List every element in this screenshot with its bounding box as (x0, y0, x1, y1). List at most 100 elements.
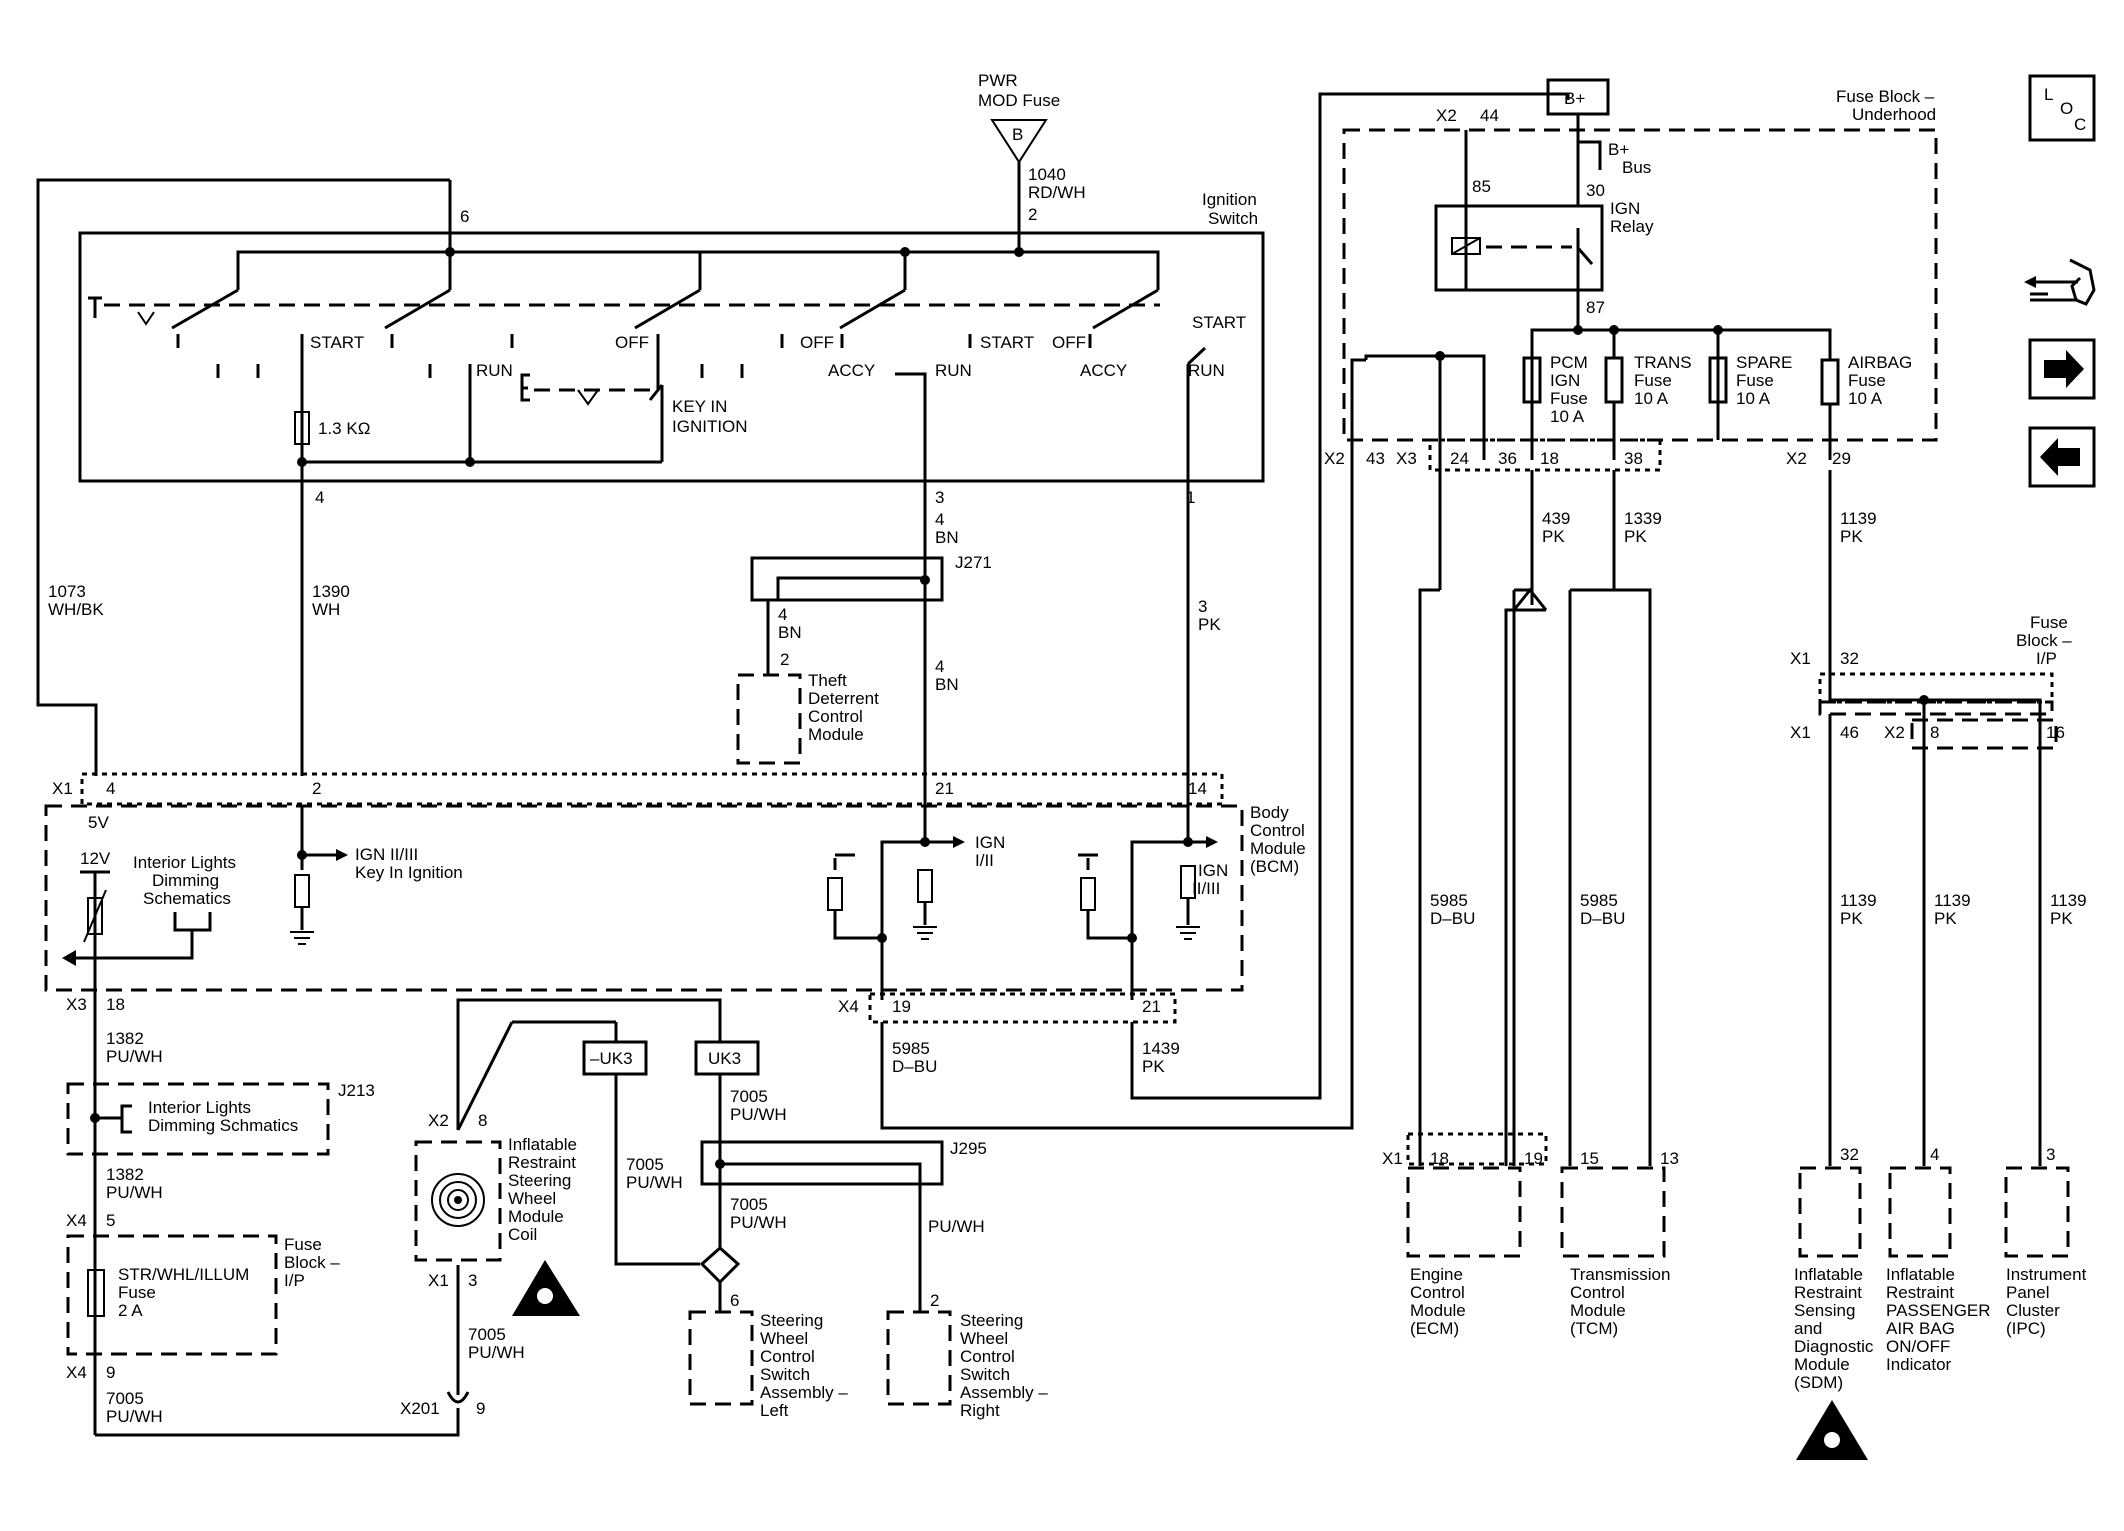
sdm-label-6: Module (1794, 1355, 1850, 1374)
fuse-left-pin-5: 5 (106, 1211, 115, 1230)
bus-label-2: Bus (1622, 158, 1651, 177)
theft-label-4: Module (808, 725, 864, 744)
passenger-airbag-indicator: 4 Inflatable Restraint PASSENGER AIR BAG… (1886, 1145, 1991, 1374)
bcm-ign-2-a: IGN (1198, 861, 1228, 880)
bcm-label-2: Control (1250, 821, 1305, 840)
bcm-box (44, 804, 1244, 992)
wire-7005-d: 7005 (626, 1155, 664, 1174)
fuse-1-d: 10 A (1550, 407, 1585, 426)
back-arrow-button[interactable] (2028, 426, 2096, 488)
bcm-dim-label-2: Dimming (152, 871, 219, 890)
j213-text-2: Dimming Schmatics (148, 1116, 298, 1135)
splice-j295: J295 (700, 1139, 987, 1186)
pos-start-3: START (1192, 313, 1246, 332)
fuse-trans (1604, 356, 1624, 404)
wire-1073: 1073 (48, 582, 86, 601)
fuse-str-whl-illum (87, 1269, 105, 1317)
wire-439: 439 (1542, 509, 1570, 528)
wire-5985-c: 5985 (1580, 891, 1618, 910)
ecm-label-2: Control (1410, 1283, 1465, 1302)
arrow-left-icon (2040, 438, 2080, 476)
wire-1439-color: PK (1142, 1057, 1165, 1076)
sws-left: 6 Steering Wheel Control Switch Assembly… (688, 1291, 848, 1420)
sws-left-label-4: Switch (760, 1365, 810, 1384)
fuse-left-pin-9: 9 (106, 1363, 115, 1382)
sdm-label-7: (SDM) (1794, 1373, 1843, 1392)
pos-start-2: START (980, 333, 1034, 352)
pass-label-6: Indicator (1886, 1355, 1952, 1374)
fuse-block-underhood: B+ X2 44 Fuse Block – Underhood B+ Bus 8… (1324, 78, 1938, 590)
relay-label-2: Relay (1610, 217, 1654, 236)
connector-view-icon[interactable] (2024, 258, 2096, 306)
pin-1: 1 (1186, 488, 1195, 507)
uh-pin-29: 29 (1832, 449, 1851, 468)
mod-fuse-label: MOD Fuse (978, 91, 1060, 110)
ipc-label-2: Panel (2006, 1283, 2049, 1302)
fuse-ip-pin-8: 8 (1930, 723, 1939, 742)
wire-1382-b: 1382 (106, 1165, 144, 1184)
uh-pin-36: 36 (1498, 449, 1517, 468)
fuse-ip-right-label-2: Block – (2016, 631, 2072, 650)
sdm-label-2: Restraint (1794, 1283, 1862, 1302)
sws-left-label-5: Assembly – (760, 1383, 848, 1402)
fuse-left-fuse: Fuse (118, 1283, 156, 1302)
coil-label-6: Coil (508, 1225, 537, 1244)
sws-left-label-2: Wheel (760, 1329, 808, 1348)
wire-1382-a-color: PU/WH (106, 1047, 163, 1066)
wire-1390-color: WH (312, 600, 340, 619)
loc-button[interactable]: L O C (2028, 74, 2096, 142)
wire-1339: 1339 (1624, 509, 1662, 528)
wire-7005-b-color: PU/WH (468, 1343, 525, 1362)
bcm-kii-2: Key In Ignition (355, 863, 463, 882)
fuse-left-block-3: I/P (284, 1271, 305, 1290)
uk3-pos-box (694, 1040, 760, 1076)
wire-3-color: PK (1198, 615, 1221, 634)
pwr-label: PWR (978, 71, 1018, 90)
wire-1382-b-color: PU/WH (106, 1183, 163, 1202)
fuse-2-b: Fuse (1634, 371, 1672, 390)
coil-pin-3: 3 (468, 1271, 477, 1290)
fuse-4-c: 10 A (1848, 389, 1883, 408)
ignition-switch-box (78, 231, 1265, 483)
fuse-ip-pin-16: 16 (2046, 723, 2065, 742)
pass-label-3: PASSENGER (1886, 1301, 1991, 1320)
pin-6: 6 (460, 207, 469, 226)
ign-switch-label-2: Switch (1208, 209, 1258, 228)
pass-label-2: Restraint (1886, 1283, 1954, 1302)
sws-left-label-6: Left (760, 1401, 789, 1420)
forward-arrow-button[interactable] (2028, 338, 2096, 400)
bcm-label-1: Body (1250, 803, 1289, 822)
wire-7005-ec-color: PU/WH (730, 1213, 787, 1232)
fuse-4-b: Fuse (1848, 371, 1886, 390)
sws-right-label-2: Wheel (960, 1329, 1008, 1348)
splice-j271: J271 (750, 553, 992, 602)
pos-off-3: OFF (1052, 333, 1086, 352)
fuse-1-c: Fuse (1550, 389, 1588, 408)
pwr-mod-fuse: PWR MOD Fuse B 1040 RD/WH 2 (978, 71, 1086, 252)
j295-label: J295 (950, 1139, 987, 1158)
loc-c: C (2074, 115, 2086, 134)
wire-1390: 1390 (312, 582, 350, 601)
pin-2: 2 (1028, 205, 1037, 224)
uh-x2: X2 (1436, 106, 1457, 125)
ipc-label-3: Cluster (2006, 1301, 2060, 1320)
wire-4-c-color: BN (778, 623, 802, 642)
fuse-ip-x2: X2 (1884, 723, 1905, 742)
tcm-label-3: Module (1570, 1301, 1626, 1320)
splice-j213: J213 Interior Lights Dimming Schmatics (66, 1081, 375, 1156)
fuse-2-a: TRANS (1634, 353, 1692, 372)
relay-label-1: IGN (1610, 199, 1640, 218)
fuse-ip-x1-a: X1 (1790, 649, 1811, 668)
tcm-pin-13: 13 (1660, 1149, 1679, 1168)
wire-5985-b-color: D–BU (1430, 909, 1475, 928)
wire-1073-path (36, 178, 450, 776)
pos-start-1: START (310, 333, 364, 352)
arrow-right-icon (2044, 350, 2084, 388)
tcm-pin-15: 15 (1580, 1149, 1599, 1168)
loc-l: L (2044, 85, 2053, 104)
relay-pin-30: 30 (1586, 181, 1605, 200)
bcm-x4-pin-19: 19 (892, 997, 911, 1016)
relay-pin-85: 85 (1472, 177, 1491, 196)
sws-left-label-1: Steering (760, 1311, 823, 1330)
uh-pin-18: 18 (1540, 449, 1559, 468)
